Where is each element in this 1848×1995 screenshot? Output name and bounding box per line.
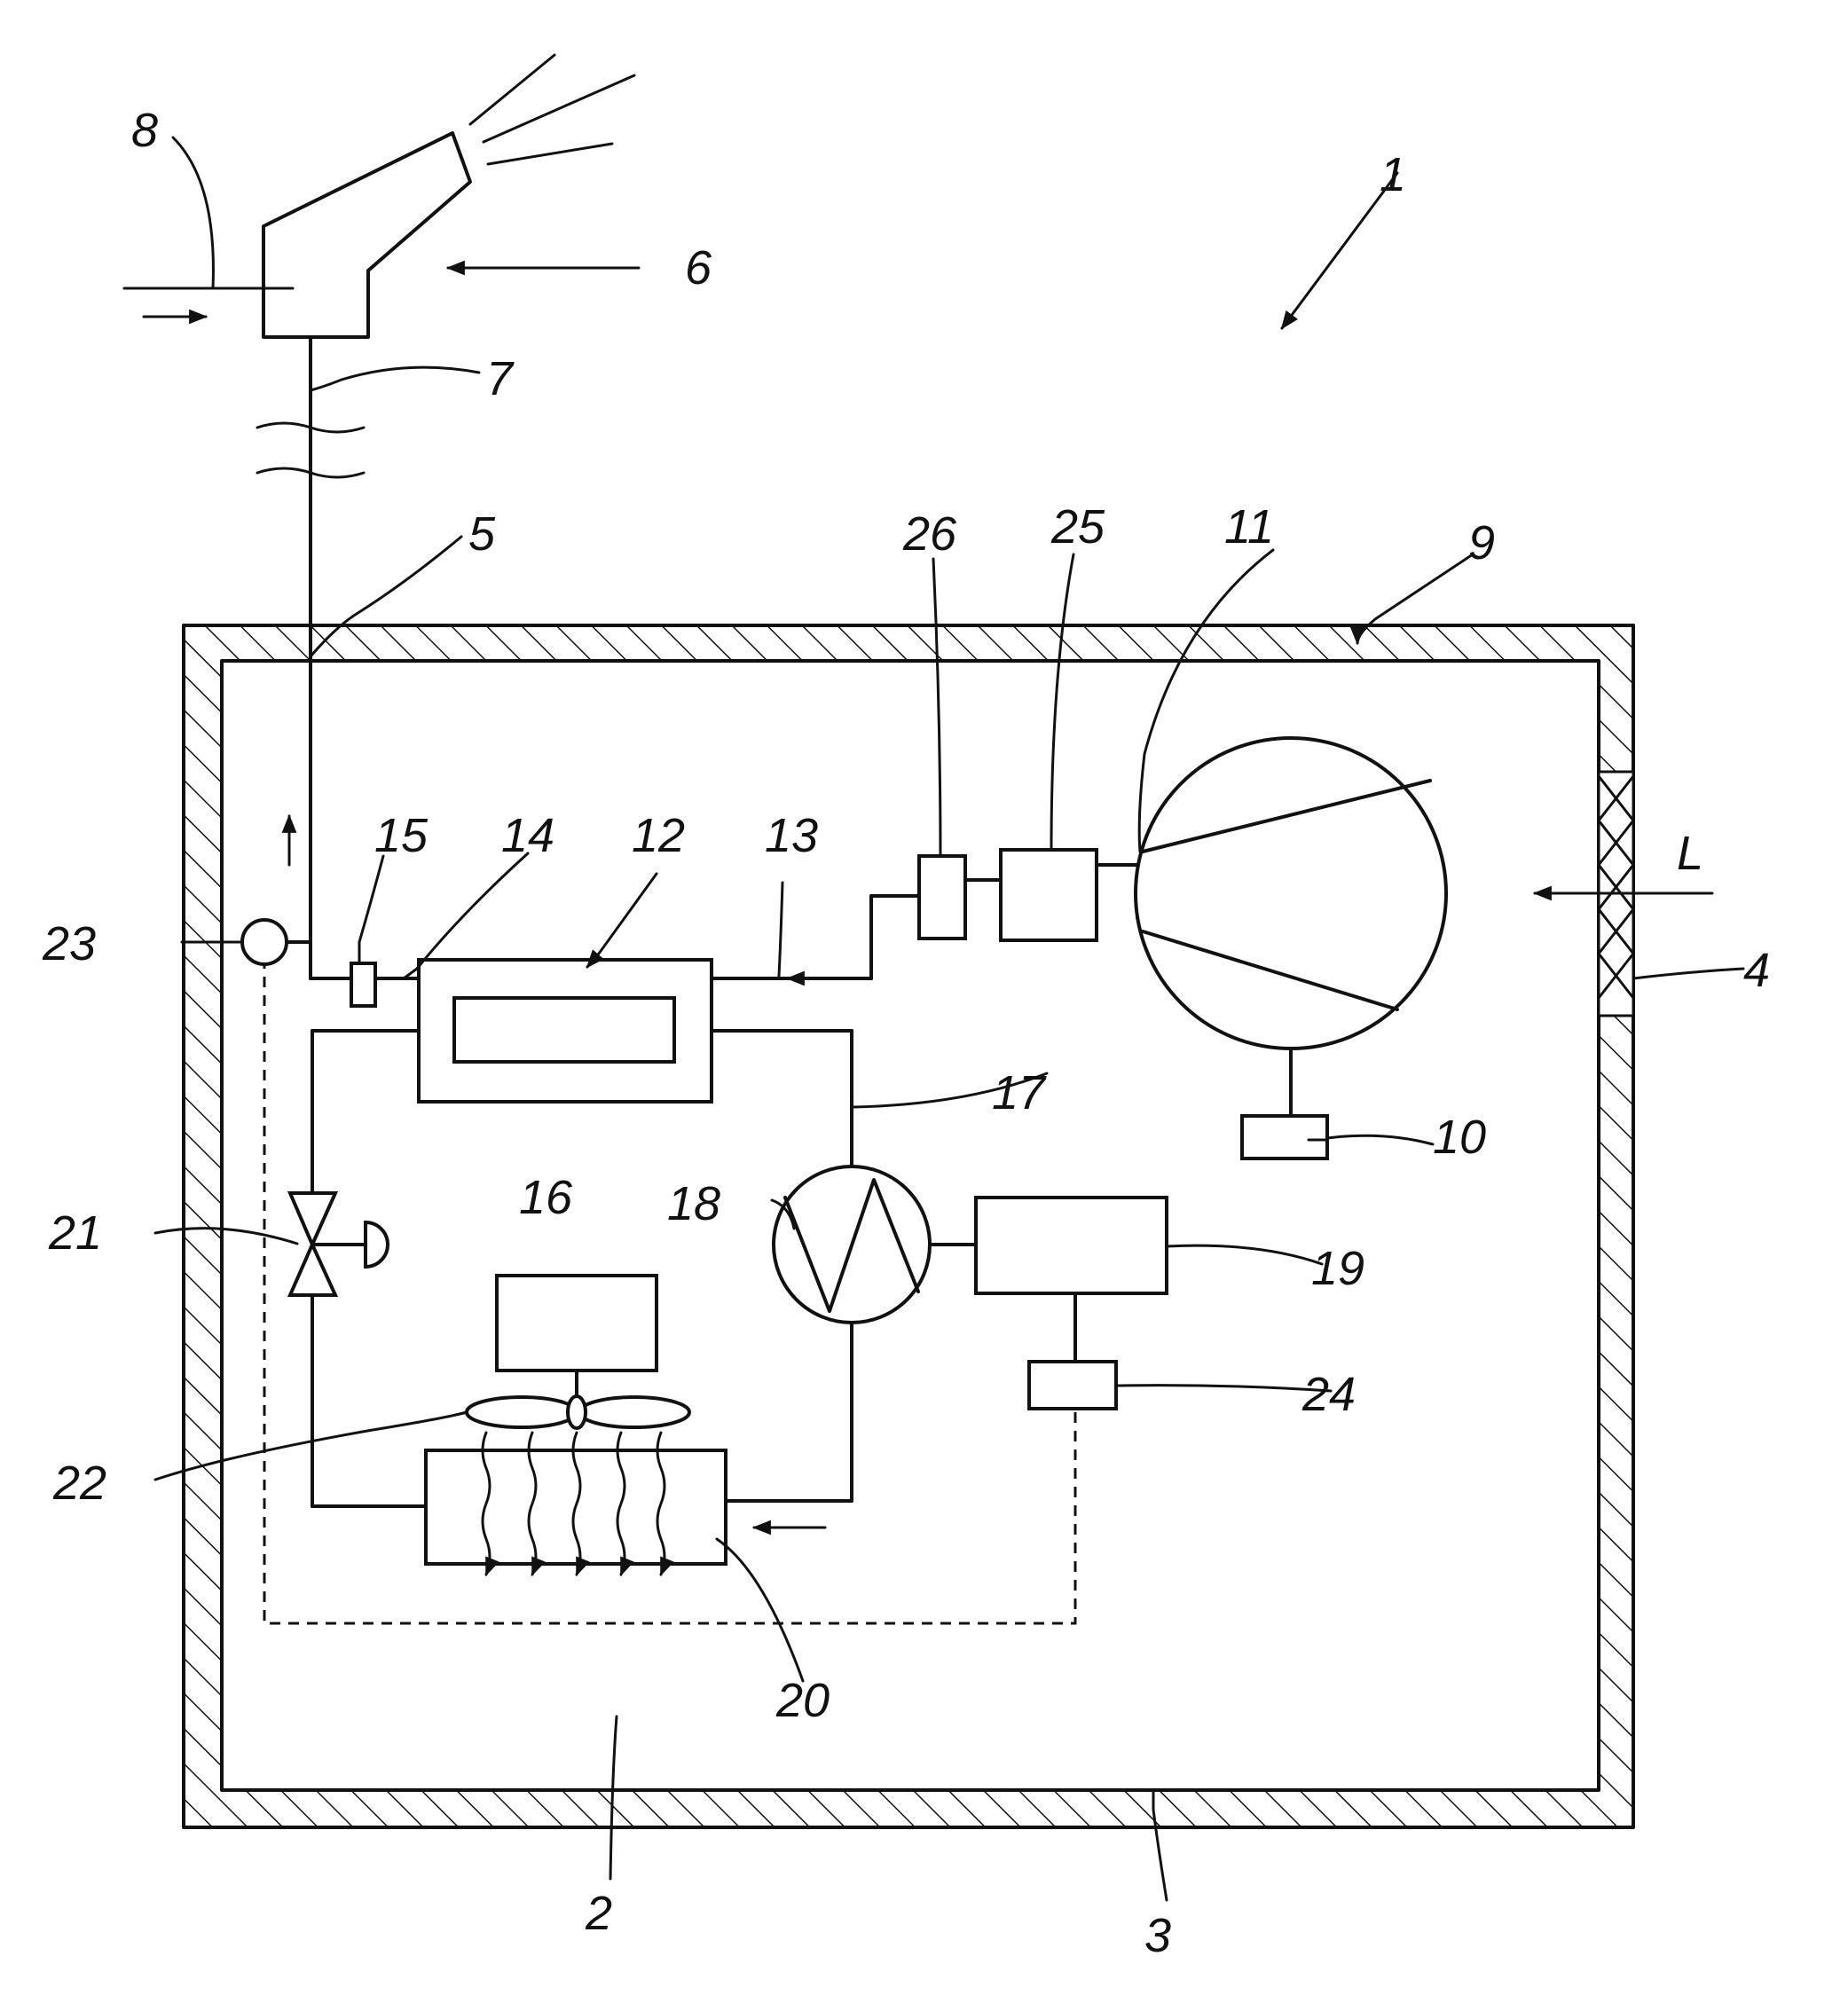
component-26	[919, 856, 965, 939]
fan-motor	[497, 1276, 657, 1371]
label-9: 9	[1468, 516, 1495, 569]
label-24: 24	[1301, 1368, 1356, 1421]
label-7: 7	[486, 352, 515, 405]
label-4: 4	[1743, 944, 1770, 997]
condenser-20	[426, 1433, 726, 1575]
reference-labels: 1 8 6 7 5 26 25 11 9 15 14 12 13 L 23 4 …	[42, 104, 1770, 1962]
label-8: 8	[131, 104, 158, 157]
label-25: 25	[1050, 500, 1105, 554]
label-12: 12	[632, 809, 685, 862]
label-17: 17	[992, 1066, 1047, 1119]
label-18: 18	[667, 1177, 720, 1230]
label-L: L	[1677, 827, 1703, 880]
spray-handpiece	[124, 55, 634, 337]
label-21: 21	[48, 1206, 102, 1260]
sensor-23	[242, 920, 287, 964]
label-5: 5	[468, 507, 496, 561]
label-20: 20	[775, 1674, 830, 1727]
controller-19	[976, 1198, 1167, 1293]
label-3: 3	[1144, 1909, 1171, 1962]
leader-lines	[155, 137, 1743, 1900]
label-1: 1	[1380, 148, 1406, 201]
inner-element-16	[454, 998, 674, 1062]
component-15	[351, 963, 375, 1006]
label-22: 22	[52, 1457, 106, 1510]
label-6: 6	[685, 241, 712, 295]
component-10	[1242, 1116, 1327, 1159]
component-24	[1029, 1362, 1116, 1409]
fan-22	[467, 1396, 689, 1428]
compressor-18	[774, 1166, 930, 1323]
label-2: 2	[585, 1887, 612, 1940]
expansion-valve-21	[290, 1193, 388, 1295]
component-25	[1001, 850, 1097, 940]
label-14: 14	[501, 809, 554, 862]
label-10: 10	[1433, 1111, 1486, 1164]
label-23: 23	[42, 917, 96, 970]
label-19: 19	[1311, 1242, 1364, 1295]
label-16: 16	[519, 1171, 573, 1224]
label-15: 15	[374, 809, 429, 862]
label-26: 26	[902, 507, 957, 561]
label-13: 13	[765, 809, 818, 862]
label-11: 11	[1224, 500, 1274, 554]
radial-unit-9	[1136, 738, 1446, 1049]
